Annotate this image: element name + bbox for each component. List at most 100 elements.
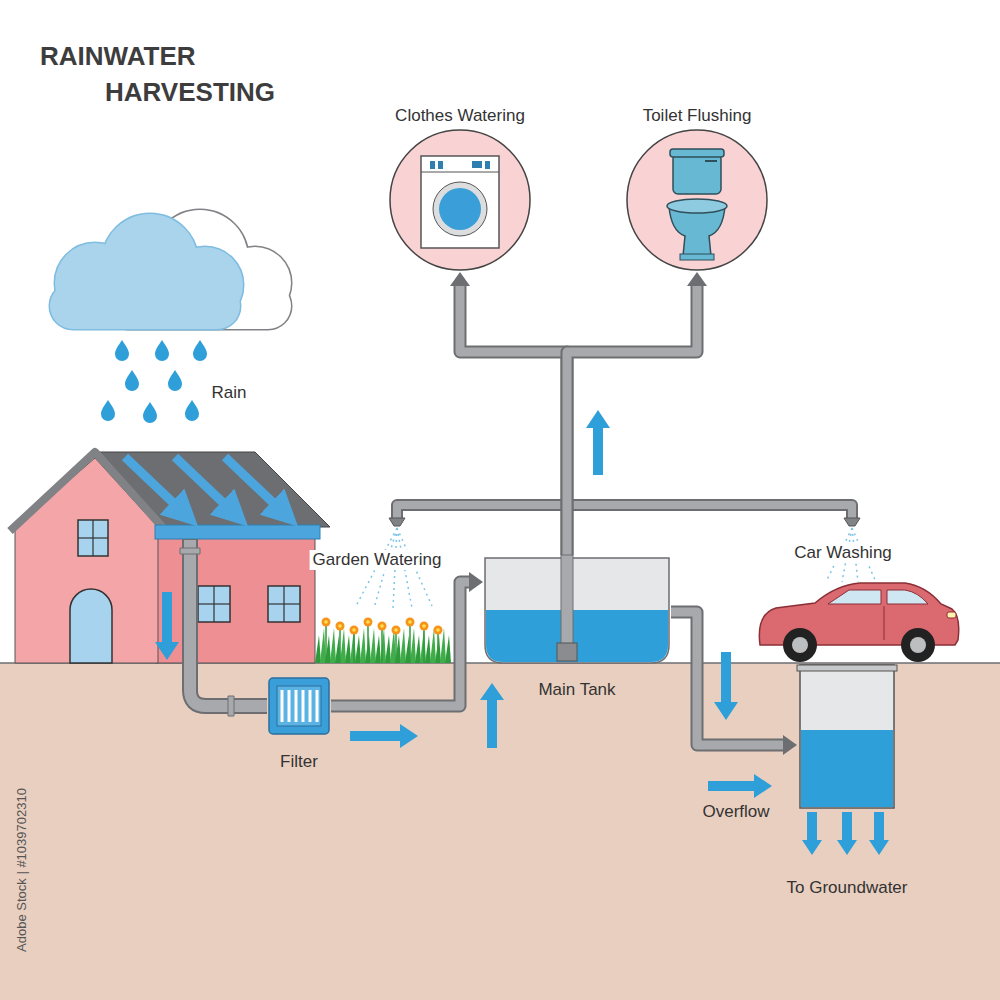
house: [78, 520, 108, 556]
flower: [392, 626, 401, 635]
grass-blade: [355, 635, 361, 663]
flower: [420, 622, 429, 631]
arrow-head: [450, 272, 470, 286]
callout-label: Rain: [212, 383, 247, 403]
flower-stem: [325, 622, 327, 663]
filter-slot: [281, 690, 284, 722]
tank-body: [485, 558, 669, 663]
grass-blade: [370, 628, 376, 663]
pipe-connector: [567, 272, 707, 555]
pipe-outline: [671, 612, 785, 745]
machine-door: [439, 188, 481, 230]
flower-stem: [381, 626, 383, 663]
toilet-node: Toilet Flushing: [617, 106, 777, 272]
tank-node: Main Tank: [483, 555, 671, 700]
flower-center: [380, 624, 384, 628]
flow-arrows: [480, 683, 504, 748]
house: [175, 457, 235, 514]
flower-stem: [353, 630, 355, 663]
car: [910, 637, 926, 653]
sprinkler-pipe: [844, 518, 860, 526]
use-circle: [390, 130, 530, 270]
grass-blade: [340, 628, 346, 663]
pit-rim: [797, 665, 897, 671]
car: [901, 628, 935, 662]
filter-slot: [302, 690, 305, 722]
flower-stem: [409, 622, 411, 663]
sprinkler-pipe: [389, 518, 405, 526]
flow-arrows: [350, 724, 418, 748]
grass-blade: [385, 635, 391, 663]
raindrops: [193, 340, 207, 361]
machine-panel-line: [421, 172, 499, 173]
pump: [557, 643, 577, 661]
flow-arrows: [155, 410, 772, 798]
pipe-connector: [331, 572, 483, 706]
cloud: [50, 214, 243, 329]
pipe-outline: [567, 284, 697, 555]
flower-center: [408, 620, 412, 624]
raindrops: [143, 402, 157, 423]
toilet-seat: [667, 199, 727, 213]
car: [947, 612, 956, 618]
downpipe: [190, 540, 267, 706]
pit-water: [801, 730, 893, 807]
filter-screen: [277, 686, 321, 726]
house: [10, 452, 330, 663]
flower-center: [422, 624, 426, 628]
cloud: [50, 283, 240, 329]
toilet-base: [680, 254, 714, 260]
filter-slot: [295, 690, 298, 722]
tank-pipe: [561, 555, 573, 647]
seepage-arrow: [802, 812, 822, 855]
callout-label: Garden Watering: [310, 550, 445, 570]
flower-center: [394, 628, 398, 632]
grass-blade: [420, 628, 426, 663]
grass-blade: [400, 628, 406, 663]
cloud: [50, 283, 240, 329]
toilet-cistern: [673, 154, 721, 194]
house: [70, 589, 112, 663]
pipe-connector: [450, 272, 567, 555]
pipe-outline: [331, 582, 471, 706]
flower: [378, 622, 387, 631]
raindrops: [101, 340, 207, 423]
downpipe: [180, 539, 267, 716]
sprinkler-pipe: [397, 505, 852, 518]
filter-body: [269, 678, 329, 734]
washing-machine: [421, 156, 499, 248]
grass: [315, 618, 451, 664]
flow-arrows: [714, 652, 738, 720]
node-shape: [483, 555, 671, 700]
machine-button: [438, 161, 443, 169]
car: [884, 606, 885, 640]
downpipe: [228, 696, 234, 716]
flower: [350, 626, 359, 635]
house: [125, 457, 185, 514]
house: [155, 525, 320, 539]
grass-blade: [415, 635, 421, 663]
watermark: Adobe Stock | #1039702310: [12, 788, 32, 952]
raindrops: [155, 340, 169, 361]
edge-label: Overflow: [699, 802, 772, 822]
raindrops: [168, 370, 182, 391]
flower: [434, 626, 443, 635]
flower-stem: [437, 630, 439, 663]
pipe: [567, 284, 697, 555]
pipe: [331, 582, 471, 706]
flow-arrows: [155, 592, 179, 660]
flush-handle: [705, 160, 717, 162]
house: [10, 452, 166, 531]
flow-arrows: [586, 410, 610, 475]
flower: [322, 618, 331, 627]
seepage-arrow: [837, 812, 857, 855]
downpipe: [190, 539, 267, 706]
raindrops: [101, 400, 115, 421]
house: [198, 603, 230, 604]
cloud: [50, 214, 243, 329]
callout-label: Car Washing: [791, 543, 895, 563]
pit-body: [800, 665, 894, 808]
flow-arrows: [708, 774, 772, 798]
